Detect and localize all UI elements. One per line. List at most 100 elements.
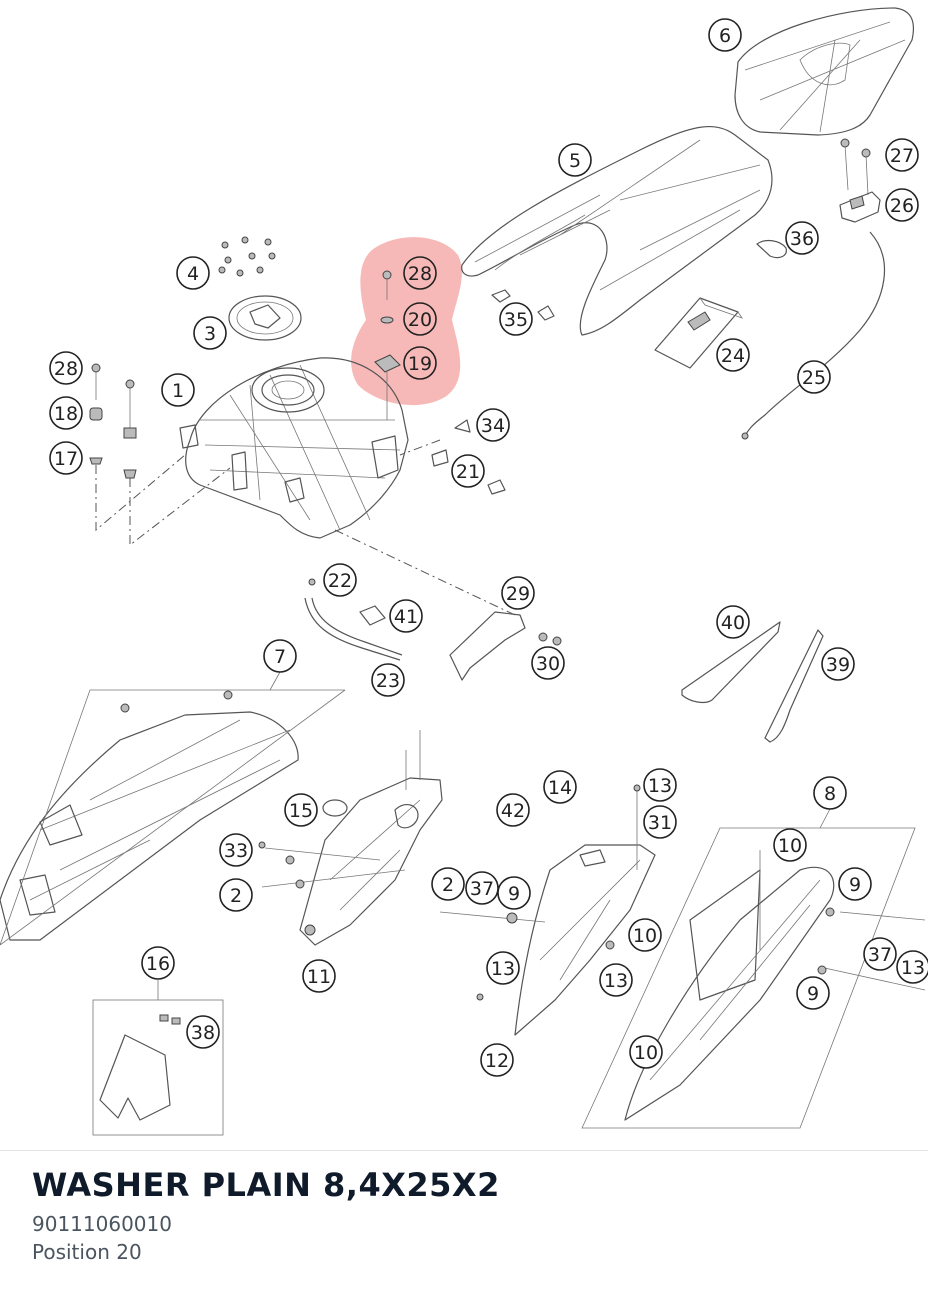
- callout-9[interactable]: 9: [796, 976, 830, 1010]
- tank-side-pads-drawing[interactable]: [681, 621, 824, 743]
- callout-label: 24: [721, 345, 745, 367]
- callout-3[interactable]: 3: [193, 316, 227, 350]
- callout-5[interactable]: 5: [558, 143, 592, 177]
- callout-37[interactable]: 37: [465, 871, 499, 905]
- callout-label: 8: [824, 783, 836, 805]
- callout-label: 22: [328, 570, 352, 592]
- callout-41[interactable]: 41: [389, 599, 423, 633]
- callout-19[interactable]: 19: [403, 346, 437, 380]
- callout-7[interactable]: 7: [263, 639, 297, 673]
- callout-label: 27: [890, 145, 914, 167]
- callout-17[interactable]: 17: [49, 441, 83, 475]
- callout-21[interactable]: 21: [451, 454, 485, 488]
- callout-label: 30: [536, 653, 560, 675]
- tank-hose-drawing[interactable]: [304, 578, 403, 661]
- callout-24[interactable]: 24: [716, 338, 750, 372]
- callout-30[interactable]: 30: [531, 646, 565, 680]
- callout-label: 20: [408, 309, 432, 331]
- callout-14[interactable]: 14: [543, 770, 577, 804]
- callout-16[interactable]: 16: [141, 946, 175, 980]
- tank-cap-screws-drawing[interactable]: [218, 236, 276, 277]
- callout-1[interactable]: 1: [161, 373, 195, 407]
- callout-29[interactable]: 29: [501, 576, 535, 610]
- seat-lock-bracket-drawing[interactable]: [839, 138, 881, 223]
- assembly-leader-lines: [95, 439, 516, 616]
- tank-mount-fasteners-drawing[interactable]: [89, 363, 137, 479]
- part-info-panel: WASHER PLAIN 8,4X25X2 90111060010 Positi…: [32, 1166, 500, 1264]
- callout-9[interactable]: 9: [497, 876, 531, 910]
- callout-27[interactable]: 27: [885, 138, 919, 172]
- callout-38[interactable]: 38: [186, 1015, 220, 1049]
- callout-23[interactable]: 23: [371, 663, 405, 697]
- callout-2[interactable]: 2: [431, 867, 465, 901]
- callout-10[interactable]: 10: [629, 1035, 663, 1069]
- callout-label: 18: [54, 403, 78, 425]
- callout-13[interactable]: 13: [643, 768, 677, 802]
- callout-11[interactable]: 11: [302, 959, 336, 993]
- part-position: Position 20: [32, 1240, 142, 1264]
- callout-label: 13: [604, 970, 628, 992]
- hook-drawing[interactable]: [756, 239, 787, 259]
- divider: [0, 1150, 928, 1151]
- callout-2[interactable]: 2: [219, 878, 253, 912]
- callout-35[interactable]: 35: [499, 302, 533, 336]
- callout-25[interactable]: 25: [797, 360, 831, 394]
- callout-12[interactable]: 12: [480, 1043, 514, 1077]
- callout-4[interactable]: 4: [176, 256, 210, 290]
- callout-6[interactable]: 6: [708, 18, 742, 52]
- left-side-panel-drawing[interactable]: [0, 689, 346, 946]
- callout-18[interactable]: 18: [49, 396, 83, 430]
- front-side-cover-drawing[interactable]: [299, 730, 443, 946]
- rear-seat-cowl-drawing[interactable]: [734, 7, 915, 136]
- tank-bracket-drawing[interactable]: [449, 611, 562, 681]
- callout-15[interactable]: 15: [284, 793, 318, 827]
- callout-28[interactable]: 28: [403, 256, 437, 290]
- callout-label: 31: [648, 812, 672, 834]
- callout-26[interactable]: 26: [885, 188, 919, 222]
- callout-9[interactable]: 9: [838, 867, 872, 901]
- callout-40[interactable]: 40: [716, 605, 750, 639]
- callout-10[interactable]: 10: [628, 918, 662, 952]
- callout-13[interactable]: 13: [486, 951, 520, 985]
- fuel-tank-drawing[interactable]: [179, 357, 409, 539]
- callout-31[interactable]: 31: [643, 805, 677, 839]
- callout-label: 3: [204, 323, 216, 345]
- callout-label: 37: [868, 944, 892, 966]
- rider-seat-drawing[interactable]: [461, 125, 773, 336]
- callout-label: 29: [506, 583, 530, 605]
- callout-20[interactable]: 20: [403, 302, 437, 336]
- callout-label: 7: [274, 646, 286, 668]
- callout-label: 36: [790, 228, 814, 250]
- filler-cap-drawing[interactable]: [228, 295, 302, 341]
- callout-label: 23: [376, 670, 400, 692]
- callout-8[interactable]: 8: [813, 776, 847, 810]
- callout-13[interactable]: 13: [896, 950, 928, 984]
- callout-37[interactable]: 37: [863, 937, 897, 971]
- callout-13[interactable]: 13: [599, 963, 633, 997]
- callout-22[interactable]: 22: [323, 563, 357, 597]
- right-side-panel-drawing[interactable]: [581, 827, 926, 1129]
- callout-39[interactable]: 39: [821, 647, 855, 681]
- callout-34[interactable]: 34: [476, 408, 510, 442]
- side-cover-screws-drawing[interactable]: [258, 841, 406, 889]
- seat-lock-cable-drawing[interactable]: [741, 231, 885, 440]
- callout-label: 25: [802, 367, 826, 389]
- rear-center-cover-drawing[interactable]: [439, 784, 656, 1036]
- callout-10[interactable]: 10: [773, 828, 807, 862]
- callout-label: 33: [224, 840, 248, 862]
- tool-kit-pouch-drawing[interactable]: [654, 297, 743, 369]
- callout-28[interactable]: 28: [49, 351, 83, 385]
- callout-label: 15: [289, 800, 313, 822]
- callout-42[interactable]: 42: [496, 793, 530, 827]
- callout-label: 28: [408, 263, 432, 285]
- seat-clip-drawing[interactable]: [491, 289, 555, 321]
- callout-leaders: [157, 671, 831, 1000]
- callout-label: 16: [146, 953, 170, 975]
- callout-36[interactable]: 36: [785, 221, 819, 255]
- tank-top-fasteners-drawing[interactable]: [374, 270, 401, 420]
- callout-label: 9: [807, 983, 819, 1005]
- tank-rubber-parts-drawing[interactable]: [431, 419, 506, 495]
- callout-33[interactable]: 33: [219, 833, 253, 867]
